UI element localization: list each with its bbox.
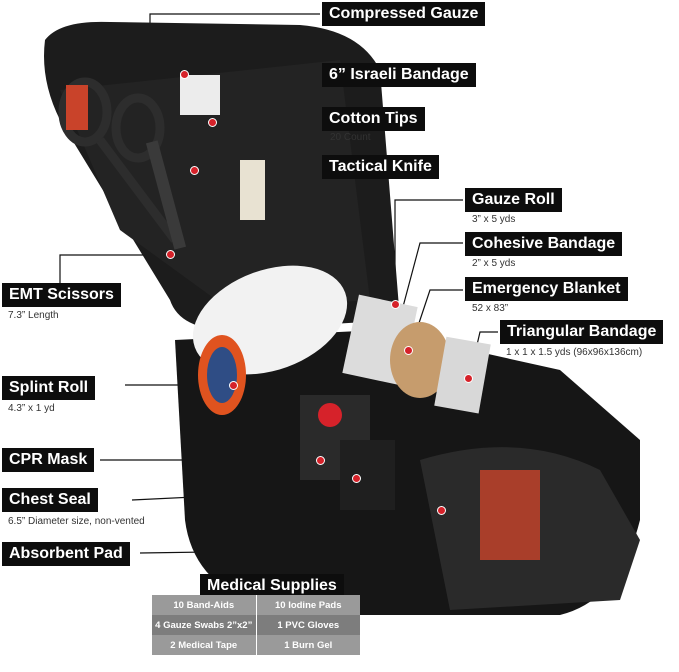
packet-top bbox=[180, 75, 220, 115]
packet-swabs bbox=[240, 160, 265, 220]
chest-seal-pack bbox=[340, 440, 395, 510]
label-emt-scissors: EMT Scissors bbox=[2, 283, 121, 307]
label-splint-roll: Splint Roll bbox=[2, 376, 96, 400]
mesh-contents bbox=[480, 470, 540, 560]
label-israeli-bandage: 6” Israeli Bandage bbox=[322, 63, 476, 87]
splint-roll-spec: 4.3” x 1 yd bbox=[8, 403, 55, 414]
supply-item: 2 Medical Tape bbox=[152, 635, 256, 655]
scissors bbox=[58, 77, 179, 243]
marker-dot bbox=[316, 456, 325, 465]
label-absorbent-pad: Absorbent Pad bbox=[2, 542, 130, 566]
chest-seal-spec: 6.5” Diameter size, non-vented bbox=[8, 516, 145, 527]
supplies-row: 4 Gauze Swabs 2”x2” 1 PVC Gloves bbox=[152, 615, 360, 635]
label-chest-seal: Chest Seal bbox=[2, 488, 98, 512]
marker-dot bbox=[229, 381, 238, 390]
knife bbox=[145, 140, 187, 250]
marker-dot bbox=[437, 506, 446, 515]
marker-dot bbox=[391, 300, 400, 309]
label-cotton-tips: Cotton Tips bbox=[322, 107, 425, 131]
marker-dot bbox=[208, 118, 217, 127]
splint-roll-blue bbox=[207, 347, 237, 403]
cohesive-roll bbox=[390, 322, 450, 398]
label-triangular-bandage: Triangular Bandage bbox=[500, 320, 664, 344]
triangular-bandage-spec: 1 x 1 x 1.5 yds (96x96x136cm) bbox=[506, 347, 643, 358]
supplies-row: 2 Medical Tape 1 Burn Gel bbox=[152, 635, 360, 655]
label-medical-supplies: Medical Supplies bbox=[200, 574, 344, 598]
triangular-packet bbox=[434, 336, 491, 414]
marker-dot bbox=[404, 346, 413, 355]
marker-dot bbox=[190, 166, 199, 175]
supply-item: 1 Burn Gel bbox=[255, 635, 360, 655]
label-cpr-mask: CPR Mask bbox=[2, 448, 95, 472]
label-compressed-gauze: Compressed Gauze bbox=[322, 2, 486, 26]
emt-scissors-spec: 7.3” Length bbox=[8, 310, 59, 321]
label-tactical-knife: Tactical Knife bbox=[322, 155, 439, 179]
supply-item: 4 Gauze Swabs 2”x2” bbox=[152, 615, 256, 635]
supply-item: 1 PVC Gloves bbox=[255, 615, 360, 635]
label-emergency-blanket: Emergency Blanket bbox=[465, 277, 628, 301]
label-gauze-roll: Gauze Roll bbox=[465, 188, 562, 212]
gauze-roll-spec: 3” x 5 yds bbox=[472, 214, 516, 225]
cotton-tips-spec: 20 Count bbox=[330, 132, 371, 143]
supply-item: 10 Iodine Pads bbox=[255, 595, 360, 615]
label-cohesive-bandage: Cohesive Bandage bbox=[465, 232, 623, 256]
marker-dot bbox=[464, 374, 473, 383]
supplies-row: 10 Band-Aids 10 Iodine Pads bbox=[152, 595, 360, 615]
marker-dot bbox=[352, 474, 361, 483]
marker-dot bbox=[180, 70, 189, 79]
cohesive-bandage-spec: 2” x 5 yds bbox=[472, 258, 516, 269]
supply-item: 10 Band-Aids bbox=[152, 595, 256, 615]
flap-interior bbox=[60, 60, 370, 310]
medical-supplies-table: 10 Band-Aids 10 Iodine Pads 4 Gauze Swab… bbox=[152, 595, 360, 655]
packet-red bbox=[66, 85, 88, 130]
marker-dot bbox=[166, 250, 175, 259]
emergency-blanket-spec: 52 x 83” bbox=[472, 303, 509, 314]
